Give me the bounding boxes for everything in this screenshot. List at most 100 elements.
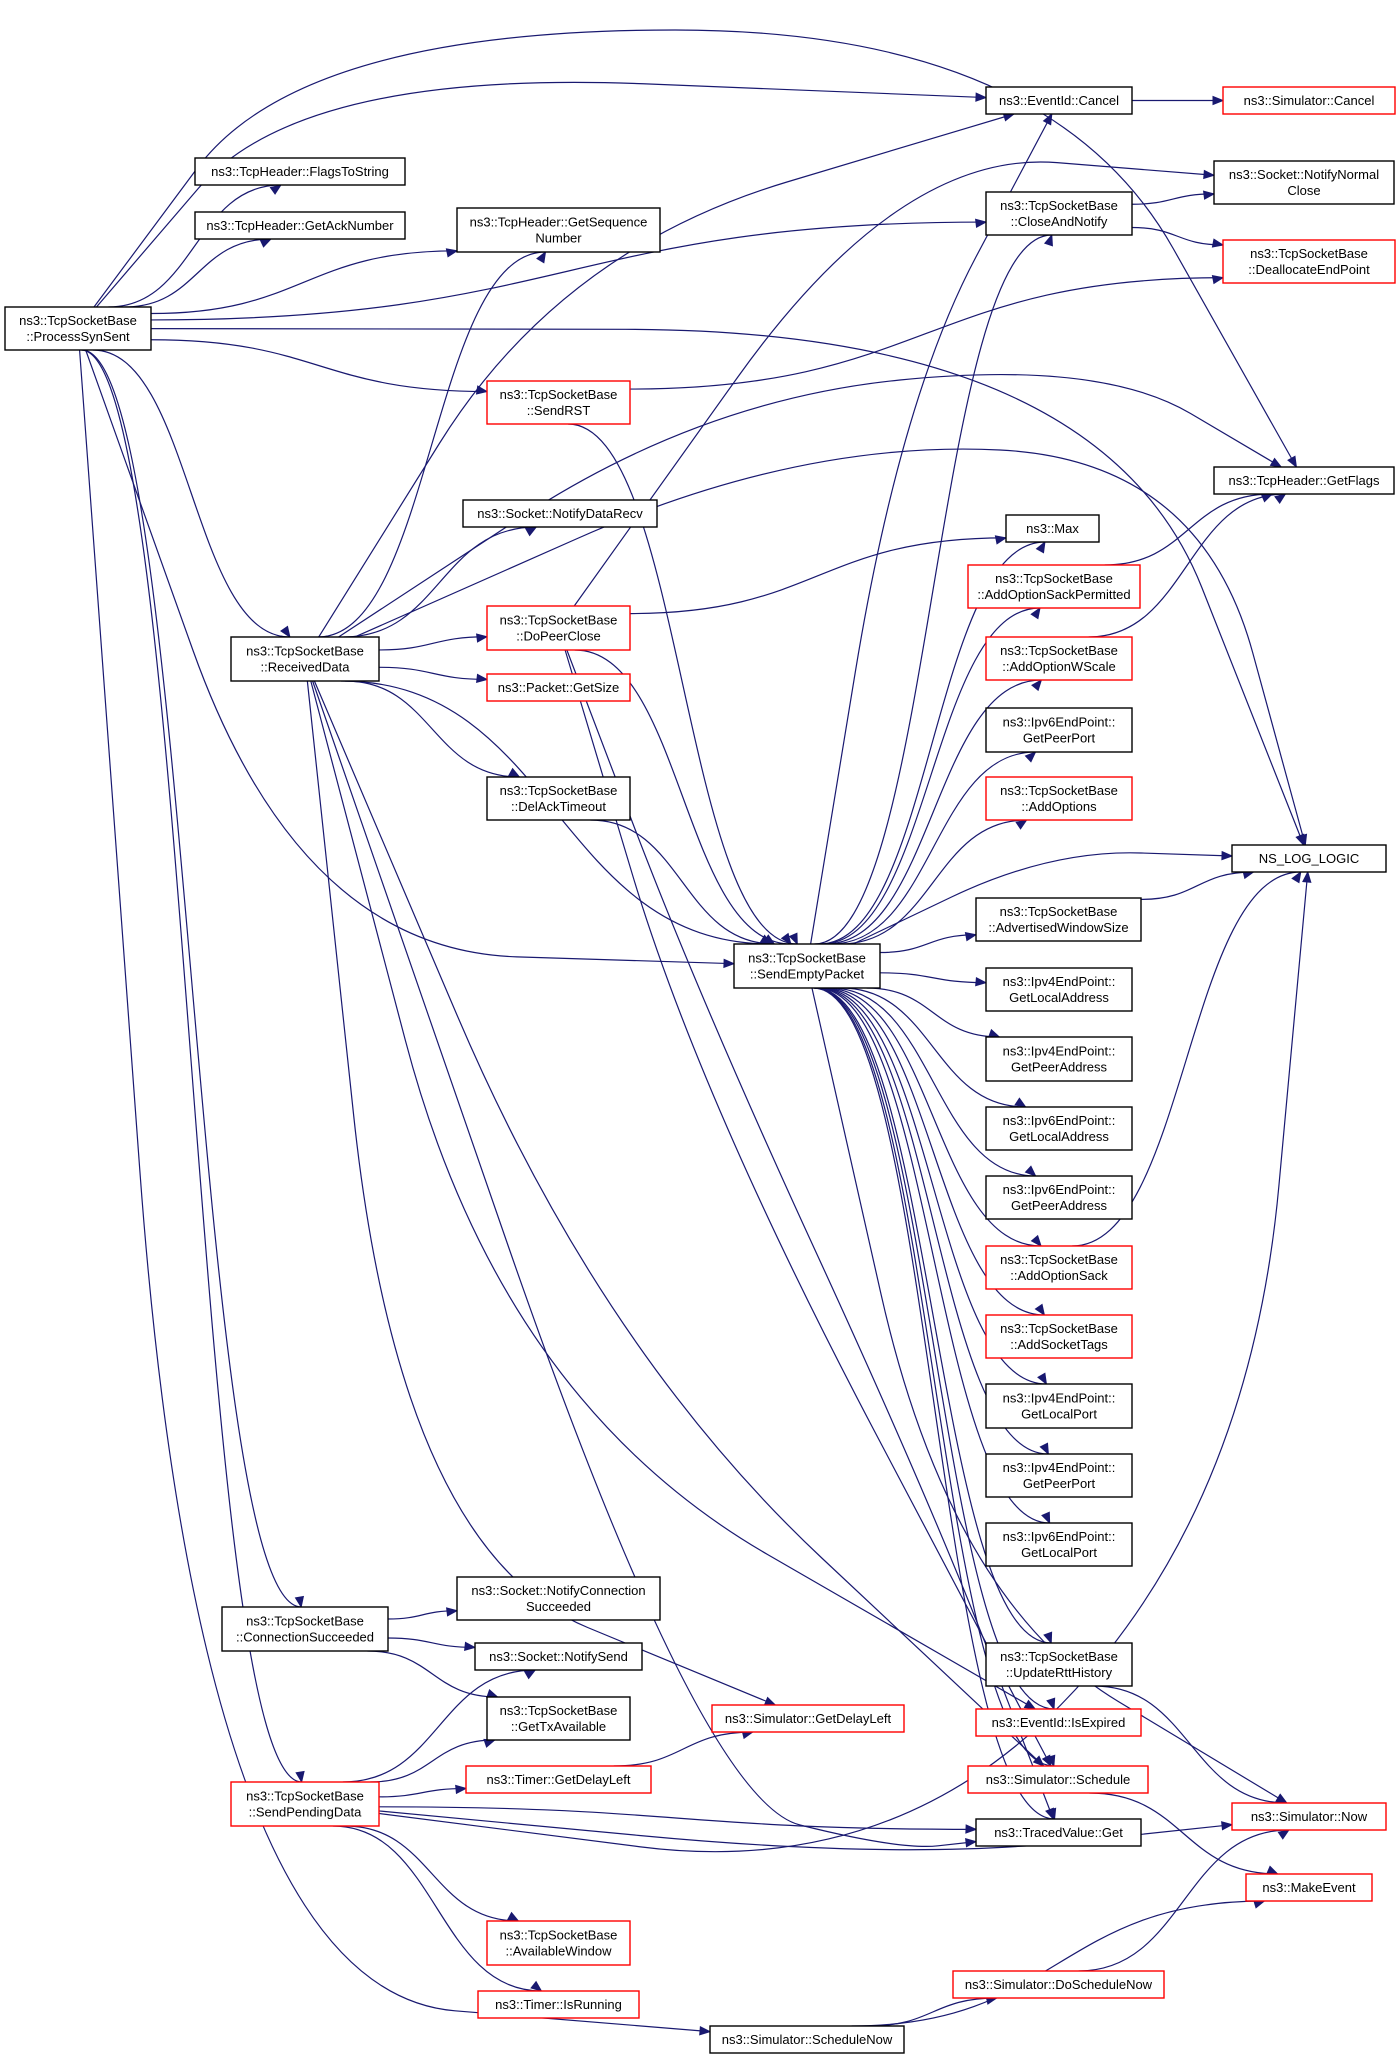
node-make_event[interactable]: ns3::MakeEvent — [1245, 1873, 1373, 1902]
node-box[interactable] — [985, 1642, 1133, 1687]
node-flags_to_string[interactable]: ns3::TcpHeader::FlagsToString — [194, 157, 406, 186]
node-simulator_schedule_now[interactable]: ns3::Simulator::ScheduleNow — [709, 2025, 905, 2054]
node-box[interactable] — [474, 1642, 643, 1671]
node-box[interactable] — [221, 1606, 389, 1652]
node-box[interactable] — [462, 499, 658, 528]
node-simulator_do_schedule_now[interactable]: ns3::Simulator::DoScheduleNow — [952, 1970, 1165, 1999]
node-ipv6_get_peer_port[interactable]: ns3::Ipv6EndPoint::GetPeerPort — [985, 707, 1133, 753]
node-box[interactable] — [465, 1765, 652, 1794]
node-notify_data_recv[interactable]: ns3::Socket::NotifyDataRecv — [462, 499, 658, 528]
node-add_socket_tags[interactable]: ns3::TcpSocketBase::AddSocketTags — [985, 1314, 1133, 1359]
node-box[interactable] — [1222, 86, 1396, 115]
node-box[interactable] — [486, 1696, 631, 1741]
node-box[interactable] — [230, 1781, 380, 1827]
node-box[interactable] — [486, 776, 631, 821]
node-packet_get_size[interactable]: ns3::Packet::GetSize — [486, 673, 631, 702]
node-box[interactable] — [985, 1522, 1133, 1567]
node-ns_log_logic[interactable]: NS_LOG_LOGIC — [1231, 844, 1387, 873]
node-available_window[interactable]: ns3::TcpSocketBase::AvailableWindow — [486, 1920, 631, 1966]
node-add_option_sack[interactable]: ns3::TcpSocketBase::AddOptionSack — [985, 1245, 1133, 1290]
node-do_peer_close[interactable]: ns3::TcpSocketBase::DoPeerClose — [486, 605, 631, 651]
node-box[interactable] — [985, 1245, 1133, 1290]
node-box[interactable] — [975, 1818, 1142, 1847]
node-tcpheader_get_flags[interactable]: ns3::TcpHeader::GetFlags — [1213, 466, 1395, 495]
node-box[interactable] — [194, 211, 406, 240]
node-ipv4_get_peer_address[interactable]: ns3::Ipv4EndPoint::GetPeerAddress — [985, 1036, 1133, 1082]
node-add_option_sack_permitted[interactable]: ns3::TcpSocketBase::AddOptionSackPermitt… — [967, 564, 1141, 609]
node-eventid_cancel[interactable]: ns3::EventId::Cancel — [985, 86, 1133, 115]
node-deallocate_end_point[interactable]: ns3::TcpSocketBase::DeallocateEndPoint — [1222, 239, 1396, 284]
node-box[interactable] — [456, 1576, 661, 1621]
node-box[interactable] — [1245, 1873, 1373, 1902]
node-box[interactable] — [1231, 844, 1387, 873]
node-ipv6_get_local_port[interactable]: ns3::Ipv6EndPoint::GetLocalPort — [985, 1522, 1133, 1567]
node-simulator_get_delay_left[interactable]: ns3::Simulator::GetDelayLeft — [711, 1704, 905, 1733]
node-ipv4_get_peer_port[interactable]: ns3::Ipv4EndPoint::GetPeerPort — [985, 1453, 1133, 1498]
node-box[interactable] — [985, 776, 1133, 821]
node-box[interactable] — [486, 673, 631, 702]
node-box[interactable] — [967, 1765, 1149, 1794]
node-advertised_window_size[interactable]: ns3::TcpSocketBase::AdvertisedWindowSize — [975, 897, 1142, 942]
node-get_tx_available[interactable]: ns3::TcpSocketBase::GetTxAvailable — [486, 1696, 631, 1741]
node-traced_value_get[interactable]: ns3::TracedValue::Get — [975, 1818, 1142, 1847]
node-box[interactable] — [477, 1990, 640, 2019]
node-box[interactable] — [985, 1106, 1133, 1151]
node-ns3_max[interactable]: ns3::Max — [1005, 514, 1100, 543]
node-box[interactable] — [985, 967, 1133, 1012]
node-get_ack_number[interactable]: ns3::TcpHeader::GetAckNumber — [194, 211, 406, 240]
node-box[interactable] — [985, 1383, 1133, 1429]
node-box[interactable] — [194, 157, 406, 186]
node-del_ack_timeout[interactable]: ns3::TcpSocketBase::DelAckTimeout — [486, 776, 631, 821]
node-box[interactable] — [967, 564, 1141, 609]
node-simulator_cancel[interactable]: ns3::Simulator::Cancel — [1222, 86, 1396, 115]
node-box[interactable] — [486, 380, 631, 425]
node-connection_succeeded[interactable]: ns3::TcpSocketBase::ConnectionSucceeded — [221, 1606, 389, 1652]
node-ipv4_get_local_port[interactable]: ns3::Ipv4EndPoint::GetLocalPort — [985, 1383, 1133, 1429]
node-box[interactable] — [985, 1453, 1133, 1498]
node-box[interactable] — [486, 1920, 631, 1966]
node-ipv4_get_local_address[interactable]: ns3::Ipv4EndPoint::GetLocalAddress — [985, 967, 1133, 1012]
node-box[interactable] — [952, 1970, 1165, 1999]
node-box[interactable] — [985, 707, 1133, 753]
node-received_data[interactable]: ns3::TcpSocketBase::ReceivedData — [230, 636, 380, 682]
node-box[interactable] — [985, 1314, 1133, 1359]
node-box[interactable] — [711, 1704, 905, 1733]
node-box[interactable] — [4, 306, 152, 351]
node-box[interactable] — [456, 207, 661, 253]
node-box[interactable] — [1213, 160, 1395, 205]
node-timer_is_running[interactable]: ns3::Timer::IsRunning — [477, 1990, 640, 2019]
node-simulator_now[interactable]: ns3::Simulator::Now — [1231, 1802, 1387, 1831]
node-ipv6_get_peer_address[interactable]: ns3::Ipv6EndPoint::GetPeerAddress — [985, 1175, 1133, 1220]
node-box[interactable] — [1222, 239, 1396, 284]
node-close_and_notify[interactable]: ns3::TcpSocketBase::CloseAndNotify — [985, 191, 1133, 236]
node-update_rtt_history[interactable]: ns3::TcpSocketBase::UpdateRttHistory — [985, 1642, 1133, 1687]
node-box[interactable] — [230, 636, 380, 682]
node-simulator_schedule[interactable]: ns3::Simulator::Schedule — [967, 1765, 1149, 1794]
node-box[interactable] — [985, 1175, 1133, 1220]
node-send_pending_data[interactable]: ns3::TcpSocketBase::SendPendingData — [230, 1781, 380, 1827]
node-box[interactable] — [486, 605, 631, 651]
node-process_syn_sent[interactable]: ns3::TcpSocketBase::ProcessSynSent — [4, 306, 152, 351]
node-box[interactable] — [1231, 1802, 1387, 1831]
node-send_rst[interactable]: ns3::TcpSocketBase::SendRST — [486, 380, 631, 425]
node-timer_get_delay_left[interactable]: ns3::Timer::GetDelayLeft — [465, 1765, 652, 1794]
node-box[interactable] — [985, 191, 1133, 236]
node-box[interactable] — [733, 943, 881, 989]
node-add_option_wscale[interactable]: ns3::TcpSocketBase::AddOptionWScale — [985, 636, 1133, 681]
node-notify_send[interactable]: ns3::Socket::NotifySend — [474, 1642, 643, 1671]
node-box[interactable] — [985, 1036, 1133, 1082]
node-box[interactable] — [975, 1708, 1142, 1737]
node-send_empty_packet[interactable]: ns3::TcpSocketBase::SendEmptyPacket — [733, 943, 881, 989]
node-box[interactable] — [985, 86, 1133, 115]
node-box[interactable] — [975, 897, 1142, 942]
node-box[interactable] — [985, 636, 1133, 681]
node-add_options[interactable]: ns3::TcpSocketBase::AddOptions — [985, 776, 1133, 821]
node-ipv6_get_local_address[interactable]: ns3::Ipv6EndPoint::GetLocalAddress — [985, 1106, 1133, 1151]
node-box[interactable] — [709, 2025, 905, 2054]
node-box[interactable] — [1213, 466, 1395, 495]
node-eventid_is_expired[interactable]: ns3::EventId::IsExpired — [975, 1708, 1142, 1737]
node-box[interactable] — [1005, 514, 1100, 543]
